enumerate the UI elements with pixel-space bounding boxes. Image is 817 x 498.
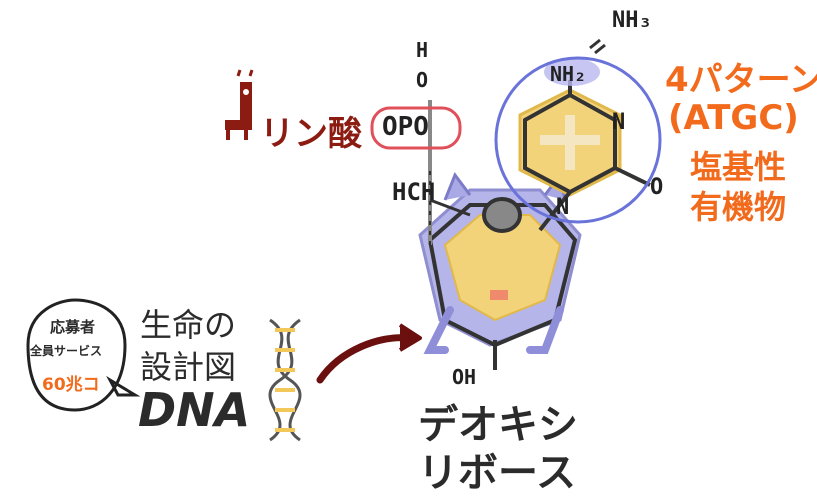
- atom-o-top: O: [416, 68, 429, 92]
- dna-label: DNA: [138, 383, 251, 437]
- phosphate-group-label: OPO: [382, 112, 429, 142]
- atom-h-top: H: [416, 38, 429, 62]
- base-circle-outline: [494, 56, 662, 224]
- sugar-mouth: [490, 290, 508, 300]
- base-pattern-label-2: (ATGC): [668, 98, 799, 138]
- badge-line-2: 全員サービス: [30, 344, 103, 358]
- atom-nh3: NH₃: [612, 8, 652, 33]
- badge-bubble: [26, 298, 141, 412]
- ring-oxygen-icon: [482, 197, 522, 233]
- base-molecule: [494, 38, 662, 232]
- atom-oh: OH: [452, 365, 477, 389]
- atom-n-ring: N: [612, 110, 626, 135]
- dna-helix-icon: [268, 318, 302, 442]
- sugar-legs: [423, 306, 564, 354]
- blueprint-label-2: 設計図: [140, 348, 237, 386]
- sugar-label-2: リボース: [418, 450, 576, 496]
- sugar-label-1: デオキシ: [418, 402, 578, 448]
- nh2-highlight: [544, 58, 600, 86]
- base-pattern-label-1: 4パターン: [665, 60, 817, 100]
- giraffe-icon: [225, 69, 254, 140]
- base-type-label-1: 塩基性: [690, 148, 787, 186]
- atom-hch: HCH: [392, 178, 436, 206]
- badge-line-1: 応募者: [50, 318, 96, 336]
- base-cross-icon: [540, 115, 600, 170]
- sugar-outline: [427, 203, 578, 348]
- blueprint-label-1: 生命の: [140, 306, 237, 344]
- phosphate-label: リン酸: [260, 114, 362, 154]
- badge-line-3: 60兆コ: [42, 375, 100, 395]
- arrow-icon: [316, 334, 414, 384]
- atom-nh2: NH₂: [550, 62, 587, 86]
- atom-n-bottom: N: [556, 195, 570, 220]
- phosphate-outline: [370, 106, 462, 150]
- base-type-label-2: 有機物: [690, 188, 787, 226]
- atom-o-base: O: [650, 175, 664, 200]
